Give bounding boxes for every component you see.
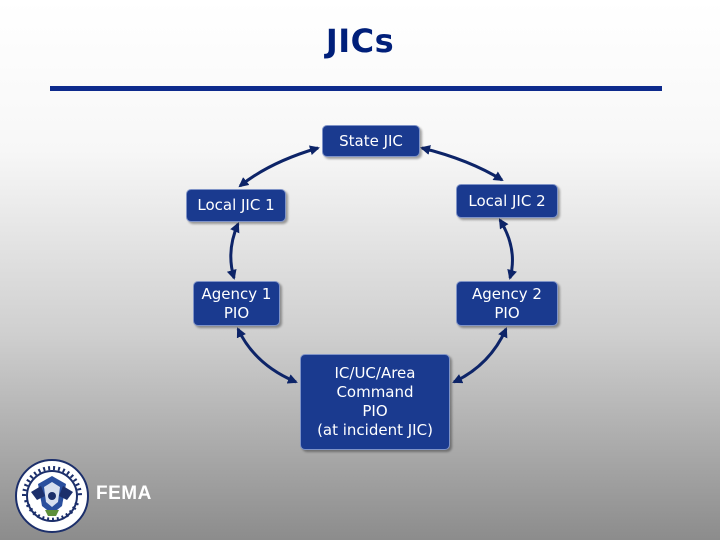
arrow-agency1-ic bbox=[236, 327, 298, 384]
arrow-local2-agency2 bbox=[498, 218, 517, 280]
node-agency-2-pio: Agency 2 PIO bbox=[456, 281, 558, 326]
node-agency-1-pio: Agency 1 PIO bbox=[193, 281, 280, 326]
slide-title: JICs bbox=[325, 22, 395, 60]
arrow-state-local2 bbox=[420, 145, 504, 182]
node-ic-uc-area-command-pio: IC/UC/Area Command PIO (at incident JIC) bbox=[300, 354, 450, 450]
dhs-seal-icon bbox=[15, 459, 89, 533]
title-divider bbox=[50, 86, 662, 91]
arrow-local1-agency1 bbox=[226, 222, 240, 280]
node-local-jic-2: Local JIC 2 bbox=[456, 184, 558, 218]
fema-wordmark: FEMA bbox=[96, 483, 152, 504]
arrow-state-local1 bbox=[238, 145, 320, 188]
node-local-jic-1: Local JIC 1 bbox=[186, 189, 286, 222]
node-state-jic: State JIC bbox=[322, 125, 420, 157]
arrow-agency2-ic bbox=[452, 327, 508, 384]
